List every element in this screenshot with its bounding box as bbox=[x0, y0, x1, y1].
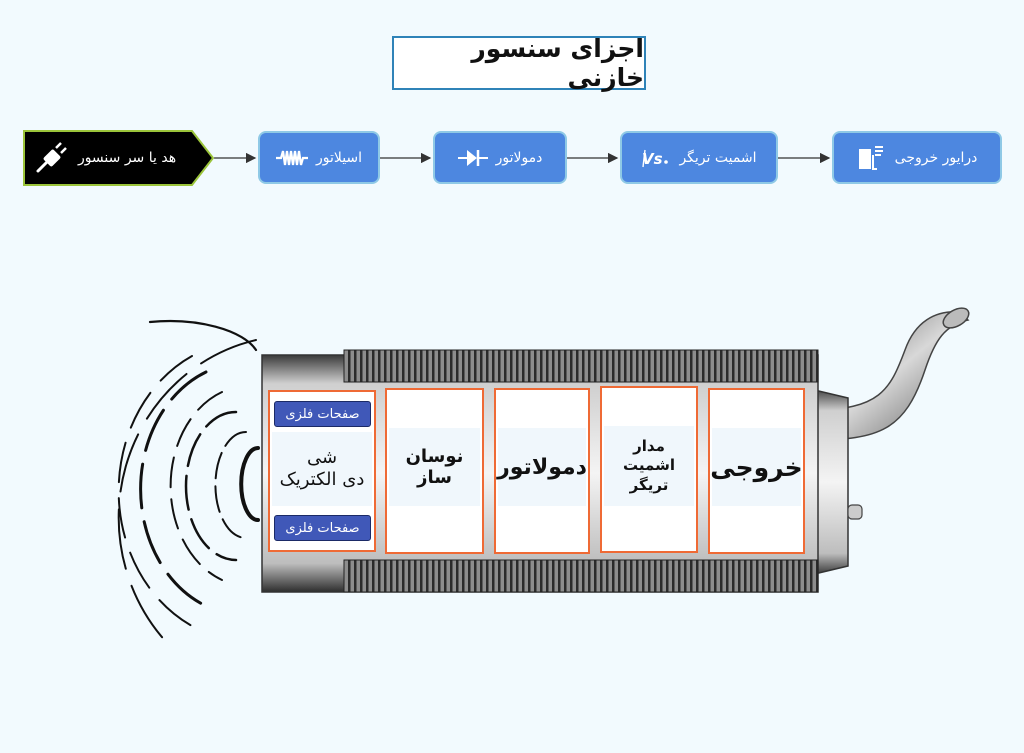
step-demodulator: دمولاتور bbox=[433, 131, 567, 184]
step-oscillator: اسیلاتور bbox=[258, 131, 380, 184]
probe-icon bbox=[36, 142, 67, 173]
page-title: اجزای سنسور خازنی bbox=[392, 34, 646, 92]
ribbed-top bbox=[343, 349, 819, 383]
step-demodulator-label: دمولاتور bbox=[495, 149, 543, 166]
step-output-driver-label: درایور خروجی bbox=[894, 149, 978, 166]
metal-plate-bottom: صفحات فلزی bbox=[274, 515, 371, 541]
oscillator-label: نوسان ساز bbox=[389, 428, 480, 506]
cable-pipe bbox=[811, 311, 970, 441]
step-oscillator-label: اسیلاتور bbox=[315, 149, 363, 166]
output-driver-icon bbox=[858, 145, 883, 170]
end-pin bbox=[847, 504, 863, 520]
page-title-text: اجزای سنسور خازنی bbox=[471, 34, 644, 92]
step-output-driver: درایور خروجی bbox=[832, 131, 1002, 184]
dielectric-label: شی دی الکتریک bbox=[272, 432, 372, 506]
field-arcs bbox=[117, 319, 260, 647]
cable-end bbox=[942, 307, 970, 329]
schmitt-trigger-label: مدار اشمیت تریگر bbox=[604, 426, 694, 506]
output-label: خروجی bbox=[710, 428, 803, 506]
step-schmitt-trigger: Vs اشمیت تریگر bbox=[620, 131, 778, 184]
oscillator-wave-icon bbox=[275, 150, 308, 165]
sensor-head-label: هد یا سر سنسور bbox=[77, 150, 177, 166]
schmitt-trigger-icon: Vs bbox=[642, 149, 669, 168]
diode-icon bbox=[457, 149, 488, 166]
metal-plate-top: صفحات فلزی bbox=[274, 401, 371, 427]
dielectric-label-line2: دی الکتریک bbox=[279, 469, 365, 490]
schmitt-trigger-label-line2: اشمیت تریگر bbox=[623, 456, 675, 494]
step-schmitt-trigger-label: اشمیت تریگر bbox=[679, 149, 757, 166]
demodulator-label: دمولاتور bbox=[497, 428, 587, 506]
dielectric-label-line1: شی bbox=[306, 446, 338, 468]
svg-text:Vs: Vs bbox=[642, 150, 663, 168]
sensor-head-box bbox=[23, 130, 215, 186]
schmitt-trigger-label-line1: مدار bbox=[633, 436, 665, 455]
ribbed-bottom bbox=[343, 559, 819, 593]
